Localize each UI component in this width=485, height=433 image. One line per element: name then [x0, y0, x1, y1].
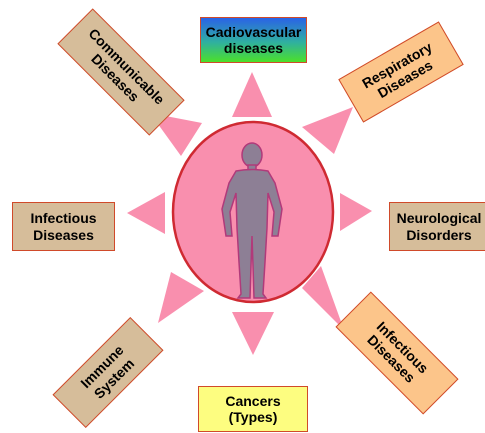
- triangle-right: [340, 193, 372, 231]
- triangle-left: [127, 192, 165, 234]
- box-infectious-diseases-left: Infectious Diseases: [12, 202, 115, 251]
- triangle-bottom-right: [302, 266, 344, 330]
- triangle-bottom: [232, 312, 274, 355]
- human-silhouette-icon: [221, 142, 283, 299]
- box-cancers-types: Cancers (Types): [198, 386, 308, 432]
- triangle-top-left: [150, 113, 202, 156]
- box-cardiovascular-diseases: Cadiovascular diseases: [200, 17, 307, 63]
- arrow-triangles: [127, 72, 372, 355]
- triangle-top: [232, 72, 272, 117]
- triangle-bottom-left: [158, 272, 204, 323]
- box-neurological-disorders: Neurological Disorders: [389, 202, 485, 251]
- triangle-top-right: [302, 107, 353, 154]
